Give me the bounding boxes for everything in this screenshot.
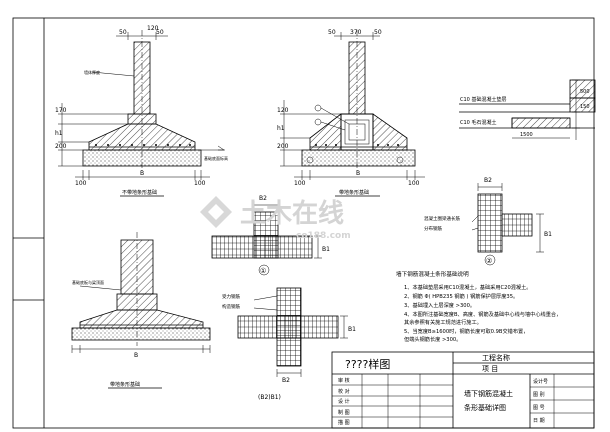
svg-text:基础底板与梁顶面: 基础底板与梁顶面 bbox=[72, 279, 104, 285]
c10-layer-labels: C10 基础混凝土垫层 C10 毛石混凝土 500 150 1500 bbox=[460, 89, 590, 138]
svg-text:50: 50 bbox=[119, 29, 127, 36]
svg-text:50: 50 bbox=[374, 29, 382, 36]
svg-text:1500: 1500 bbox=[520, 132, 533, 138]
svg-text:B: B bbox=[134, 352, 138, 359]
svg-text:基础底面标高: 基础底面标高 bbox=[204, 155, 228, 161]
svg-text:分布钢筋: 分布钢筋 bbox=[424, 225, 442, 232]
svg-text:C10 基础混凝土垫层: C10 基础混凝土垫层 bbox=[460, 96, 506, 103]
section-2-labels: 50 370 50 120 h1 200 100 B 100 带地条形基础 bbox=[277, 29, 420, 196]
item-label: 项 目 bbox=[482, 365, 498, 373]
section-2-title: 带地条形基础 bbox=[339, 189, 369, 196]
note-item: 3、基础埋入土层深度 >300。 bbox=[404, 301, 475, 309]
note-item: 1、本基础垫层采用C10混凝土，基础采用C20混凝土。 bbox=[404, 283, 532, 291]
svg-text:土木在线: 土木在线 bbox=[240, 199, 344, 229]
svg-text:C10 毛石混凝土: C10 毛石混凝土 bbox=[460, 119, 496, 126]
project-label: 工程名称 bbox=[482, 353, 510, 362]
svg-text:①: ① bbox=[260, 267, 266, 275]
svg-text:B: B bbox=[356, 170, 360, 177]
section-1-title: 不带地条形基础 bbox=[122, 189, 157, 196]
section-1-drawing bbox=[58, 30, 225, 197]
svg-text:构造钢筋: 构造钢筋 bbox=[222, 303, 240, 310]
svg-text:设计号: 设计号 bbox=[533, 378, 548, 385]
svg-text:h1: h1 bbox=[277, 125, 285, 132]
svg-text:100: 100 bbox=[75, 180, 87, 187]
svg-text:受力钢筋: 受力钢筋 bbox=[222, 293, 240, 300]
plan-1-drawing bbox=[211, 201, 322, 276]
svg-text:100: 100 bbox=[194, 180, 206, 187]
svg-text:100: 100 bbox=[408, 180, 420, 187]
svg-text:120: 120 bbox=[147, 25, 159, 32]
title-block-text: ????样图 工程名称 项 目 审 核 校 对 设 计 制 图 描 图 墙下钢筋… bbox=[338, 353, 548, 426]
svg-text:B2: B2 bbox=[282, 377, 290, 384]
svg-text:500: 500 bbox=[580, 89, 590, 95]
svg-text:B1: B1 bbox=[348, 326, 356, 333]
svg-text:200: 200 bbox=[55, 143, 67, 150]
svg-text:审 核: 审 核 bbox=[338, 377, 350, 384]
drawing-title-line2: 条形基础详图 bbox=[464, 403, 506, 412]
title-block bbox=[331, 351, 595, 429]
note-item: 4、本图所注基础宽度B、高度、钢筋及基础中心线与墙中心线重合， bbox=[404, 310, 561, 318]
plan-2-labels: B2 B1 ② 混凝土圈梁通长筋 分布钢筋 bbox=[424, 177, 552, 265]
svg-text:制 图: 制 图 bbox=[338, 409, 350, 416]
svg-text:100: 100 bbox=[294, 180, 306, 187]
watermark: 土木在线 co188.com bbox=[200, 196, 351, 241]
notes-title: 墙下钢筋混凝土条形基础说明 bbox=[396, 270, 469, 278]
svg-text:②: ② bbox=[486, 257, 492, 265]
drawing-label: ????样图 bbox=[345, 357, 390, 371]
svg-text:150: 150 bbox=[580, 104, 590, 110]
section-3-drawing bbox=[71, 232, 211, 389]
svg-text:图 别: 图 别 bbox=[533, 391, 545, 398]
svg-text:h1: h1 bbox=[55, 130, 63, 137]
note-item: 5、当宽度B≥1600时，钢筋长度可取0.9B交错布置， bbox=[404, 327, 528, 335]
plan-1-labels: B2 B1 ① bbox=[259, 195, 330, 275]
svg-text:混凝土圈梁通长筋: 混凝土圈梁通长筋 bbox=[424, 215, 460, 222]
svg-text:墙体厚度: 墙体厚度 bbox=[84, 69, 100, 75]
svg-text:50: 50 bbox=[156, 29, 164, 36]
svg-text:设 计: 设 计 bbox=[338, 398, 350, 405]
svg-text:B: B bbox=[140, 170, 144, 177]
svg-text:200: 200 bbox=[277, 143, 289, 150]
section-3-title: 带地条形基础 bbox=[110, 381, 140, 388]
svg-text:co188.com: co188.com bbox=[296, 231, 351, 241]
note-item: 但端头钢筋长度 >300。 bbox=[404, 335, 461, 343]
svg-text:B2: B2 bbox=[484, 177, 492, 184]
note-item: 其余参照有关施工规范进行施工。 bbox=[404, 318, 482, 326]
c10-layer-detail bbox=[459, 79, 596, 140]
sheet-border bbox=[12, 17, 595, 429]
notes-block: 墙下钢筋混凝土条形基础说明 1、本基础垫层采用C10混凝土，基础采用C20混凝土… bbox=[396, 270, 561, 343]
svg-text:图 号: 图 号 bbox=[533, 405, 545, 411]
svg-text:170: 170 bbox=[55, 107, 67, 114]
drawing-title-line1: 墙下钢筋混凝土 bbox=[464, 389, 513, 398]
svg-text:B2: B2 bbox=[259, 195, 267, 202]
section-1-labels: 120 50 50 170 h1 200 100 B 100 墙体厚度 基础底面… bbox=[55, 25, 228, 196]
svg-text:(B2)B1): (B2)B1) bbox=[258, 394, 281, 401]
section-2-drawing bbox=[280, 30, 425, 197]
note-item: 2、钢筋 Φ( HPB235 钢筋 ) 钢筋保护层厚度35。 bbox=[404, 292, 518, 300]
plan-3-drawing bbox=[237, 287, 348, 377]
svg-text:50: 50 bbox=[328, 29, 336, 36]
svg-text:120: 120 bbox=[277, 107, 289, 114]
svg-text:B1: B1 bbox=[544, 231, 552, 238]
svg-text:日 期: 日 期 bbox=[533, 418, 545, 424]
svg-text:370: 370 bbox=[350, 29, 362, 36]
svg-text:描 图: 描 图 bbox=[338, 419, 350, 426]
section-3-labels: B 基础底板与梁顶面 带地条形基础 bbox=[72, 279, 140, 388]
plan-3-labels: B2 B1 受力钢筋 构造钢筋 (B2)B1) bbox=[222, 293, 356, 401]
svg-text:B1: B1 bbox=[322, 246, 330, 253]
svg-text:校 对: 校 对 bbox=[338, 388, 350, 395]
plan-2-drawing bbox=[471, 183, 544, 266]
